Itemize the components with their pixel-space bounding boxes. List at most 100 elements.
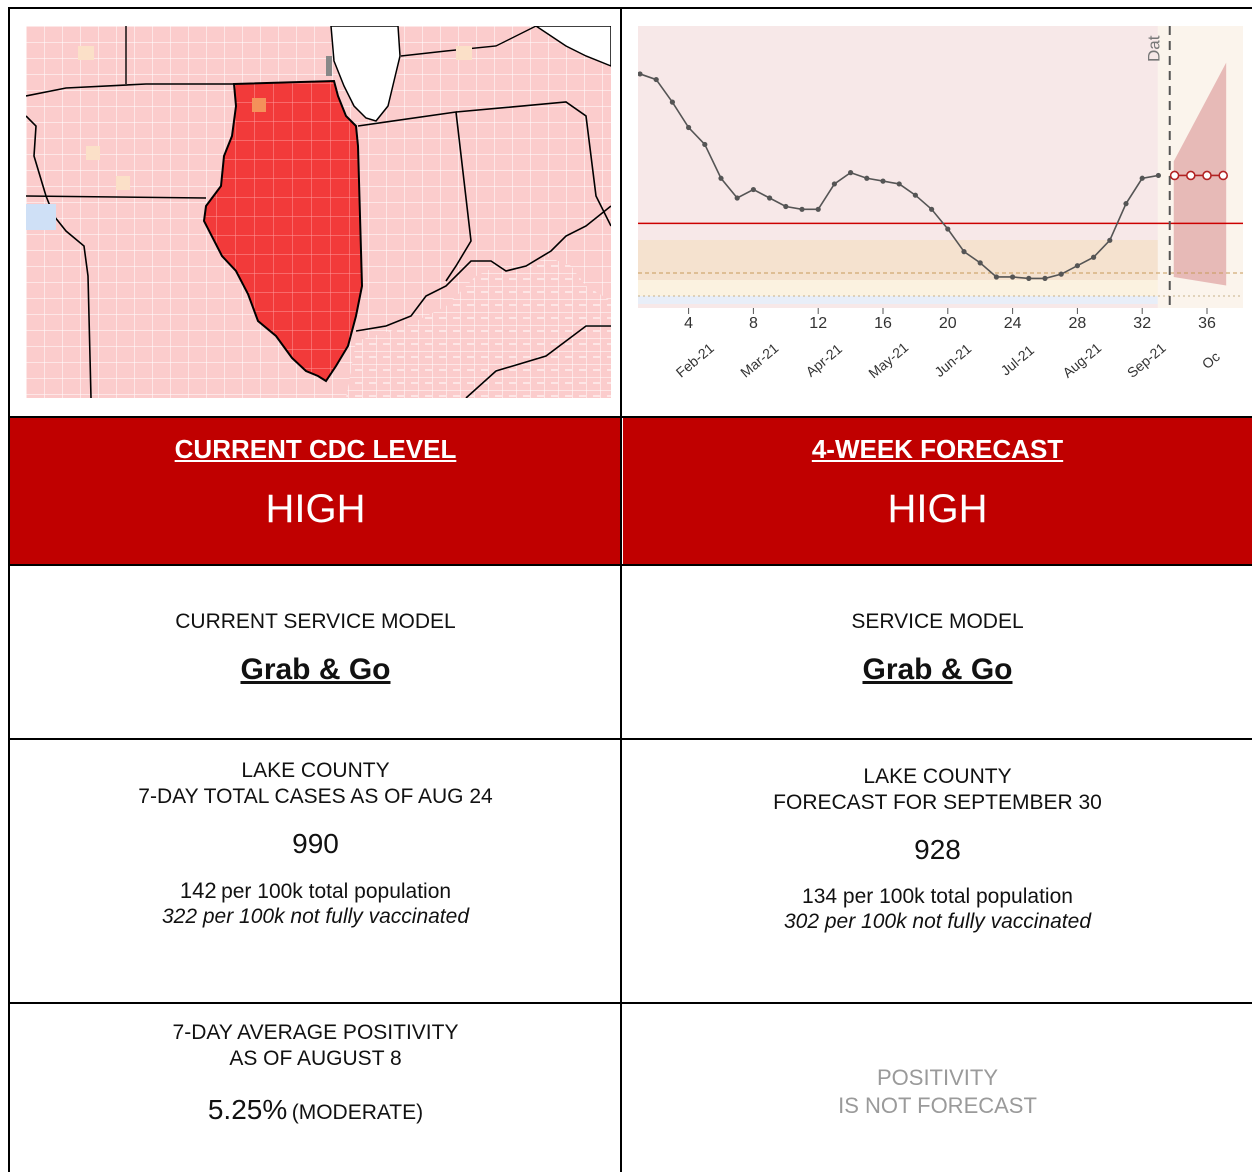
forecast-series-group xyxy=(1169,170,1229,181)
month-label: Apr-21 xyxy=(803,340,846,379)
actual-data-point xyxy=(848,170,854,176)
grid-line-row4 xyxy=(8,1002,1252,1004)
forecast-service-cell: SERVICE MODEL Grab & Go xyxy=(623,566,1252,738)
forecast-service-value-link[interactable]: Grab & Go xyxy=(862,653,1013,686)
forecast-confidence-band xyxy=(1173,62,1227,286)
actual-series-group xyxy=(637,71,1161,281)
positivity-not-forecast-line1: POSITIVITY xyxy=(876,1065,999,1090)
current-cases-line1: LAKE COUNTY xyxy=(241,759,390,782)
actual-data-point xyxy=(831,181,837,187)
actual-data-point xyxy=(783,203,789,210)
illinois-state xyxy=(202,79,364,383)
map-panel xyxy=(25,25,612,399)
actual-data-point xyxy=(1058,271,1064,277)
actual-data-point xyxy=(734,195,740,201)
current-cases-line2: 7-DAY TOTAL CASES AS OF AUG 24 xyxy=(138,785,493,808)
current-cdc-level-value: HIGH xyxy=(265,487,366,531)
kentucky-region xyxy=(346,256,611,398)
forecast-cases-line2: FORECAST FOR SEPTEMBER 30 xyxy=(773,791,1102,814)
current-cases-cell: LAKE COUNTY 7-DAY TOTAL CASES AS OF AUG … xyxy=(10,740,621,1002)
x-tick-label: 20 xyxy=(939,315,957,332)
grid-line-row2 xyxy=(8,564,1252,566)
actual-data-point xyxy=(1026,275,1032,281)
current-unvax-text: 322 per 100k not fully vaccinated xyxy=(161,905,470,928)
current-per100k-text: per 100k total population xyxy=(221,880,452,903)
x-tick-label: 16 xyxy=(874,315,892,332)
month-label: Feb-21 xyxy=(673,340,717,381)
current-cdc-banner: CURRENT CDC LEVEL HIGH xyxy=(10,418,621,564)
positivity-value: 5.25% xyxy=(207,1094,288,1125)
chart-band-low xyxy=(638,296,1243,304)
current-per100k-num: 142 xyxy=(179,878,217,903)
positivity-not-forecast-line2: IS NOT FORECAST xyxy=(838,1093,1037,1118)
forecast-cases-line1: LAKE COUNTY xyxy=(863,765,1012,788)
x-tick-label: 24 xyxy=(1004,315,1022,332)
x-axis-ticks: 4 8 12 16 20 24 28 32 36 xyxy=(684,308,1216,332)
actual-data-point xyxy=(945,226,951,232)
actual-data-point xyxy=(1155,172,1161,179)
chart-band-substantial xyxy=(638,280,1243,296)
actual-data-point xyxy=(718,175,724,181)
positivity-level: (MODERATE) xyxy=(291,1101,424,1124)
actual-data-point xyxy=(1139,175,1145,181)
month-label: Sep-21 xyxy=(1124,339,1169,380)
current-positivity-cell: 7-DAY AVERAGE POSITIVITY AS OF AUGUST 8 … xyxy=(10,1004,621,1172)
forecast-data-point xyxy=(1202,170,1212,181)
current-service-value-link[interactable]: Grab & Go xyxy=(240,653,391,686)
actual-data-point xyxy=(993,274,999,280)
actual-data-point xyxy=(864,175,870,181)
actual-data-point xyxy=(1010,274,1016,280)
forecast-level-value: HIGH xyxy=(887,487,988,531)
actual-data-point xyxy=(977,260,983,266)
forecast-cases-value: 928 xyxy=(914,834,961,865)
actual-data-point xyxy=(637,71,643,77)
month-label: Aug-21 xyxy=(1059,339,1104,380)
lake-michigan xyxy=(330,25,401,122)
actual-data-point xyxy=(1074,263,1080,269)
x-tick-label: 28 xyxy=(1069,315,1087,332)
current-service-cell: CURRENT SERVICE MODEL Grab & Go xyxy=(10,566,621,738)
month-label: Oc xyxy=(1199,348,1223,372)
chart-panel: Dat 4 8 12 16 20 24 28 32 36 Feb-21 Mar-21 Apr-21 M… xyxy=(637,26,1243,398)
actual-data-point xyxy=(1091,254,1097,260)
grid-line-row1 xyxy=(8,416,1252,418)
month-label: Jun-21 xyxy=(931,340,974,380)
actual-data-point xyxy=(767,195,773,201)
county-map xyxy=(25,25,612,399)
forecast-per100k-text: 134 per 100k total population xyxy=(802,885,1073,908)
actual-data-point xyxy=(880,178,886,184)
forecast-cases-cell: LAKE COUNTY FORECAST FOR SEPTEMBER 30 92… xyxy=(623,740,1252,1002)
actual-data-point xyxy=(896,181,902,187)
forecast-line-chart: Dat 4 8 12 16 20 24 28 32 36 Feb-21 Mar-21 Apr-21 M… xyxy=(637,26,1243,381)
grid-line-top xyxy=(8,7,1252,9)
forecast-positivity-cell: POSITIVITY IS NOT FORECAST xyxy=(623,1004,1252,1172)
forecast-service-label: SERVICE MODEL xyxy=(851,610,1024,633)
month-label: Mar-21 xyxy=(737,340,781,381)
actual-data-point xyxy=(912,192,918,198)
forecast-banner: 4-WEEK FORECAST HIGH xyxy=(623,418,1252,564)
month-label: May-21 xyxy=(865,339,911,381)
x-tick-label: 8 xyxy=(749,315,758,332)
forecast-data-point xyxy=(1169,170,1180,181)
grid-line-left xyxy=(8,7,10,1172)
chart-band-moderate xyxy=(638,240,1243,280)
current-cdc-level-link[interactable]: CURRENT CDC LEVEL xyxy=(174,434,457,464)
actual-data-point xyxy=(702,141,708,148)
x-tick-label: 36 xyxy=(1198,315,1216,332)
actual-data-point xyxy=(653,76,659,83)
current-cases-value: 990 xyxy=(292,828,339,859)
x-tick-label: 12 xyxy=(809,315,827,332)
actual-data-point xyxy=(1123,201,1129,207)
positivity-line1: 7-DAY AVERAGE POSITIVITY xyxy=(172,1021,459,1044)
current-date-annotation: Dat xyxy=(1145,35,1164,62)
actual-data-point xyxy=(815,206,821,212)
actual-data-point xyxy=(799,206,805,212)
x-tick-label: 32 xyxy=(1133,315,1151,332)
forecast-unvax-text: 302 per 100k not fully vaccinated xyxy=(783,910,1092,933)
x-tick-label: 4 xyxy=(684,315,693,332)
four-week-forecast-link[interactable]: 4-WEEK FORECAST xyxy=(811,434,1064,464)
actual-data-point xyxy=(669,99,675,105)
actual-data-point xyxy=(929,206,935,212)
